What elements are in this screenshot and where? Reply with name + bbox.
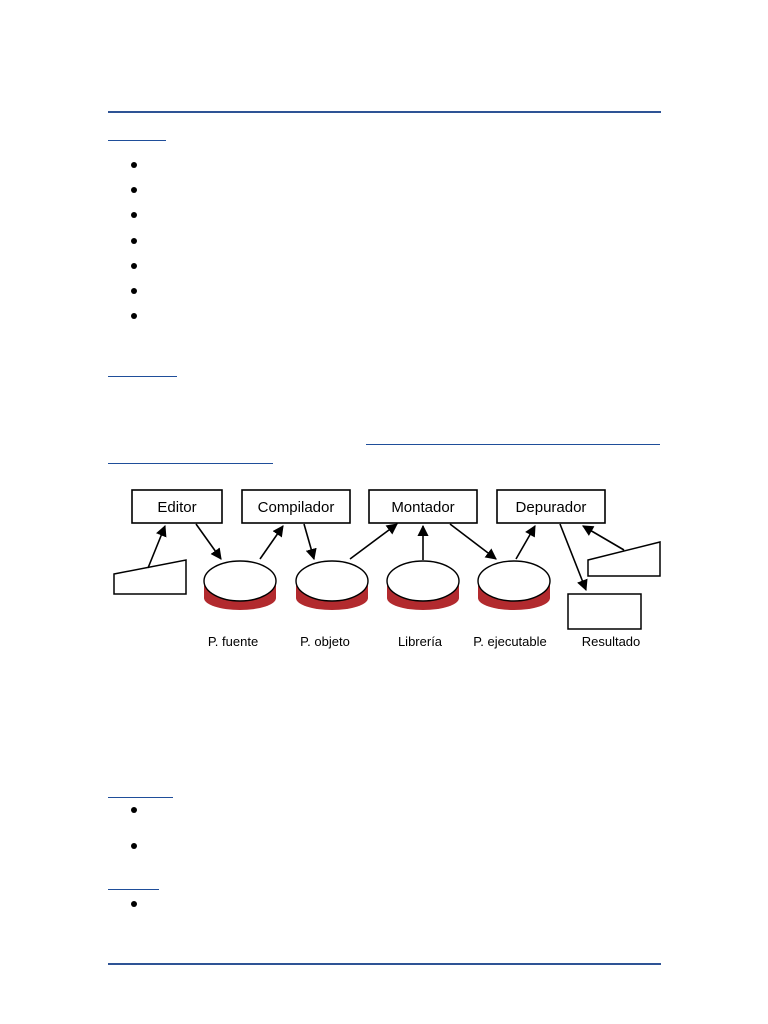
arrow-objeto-to-montador	[349, 523, 398, 560]
keyboard-input-icon	[113, 559, 187, 595]
tool-box-montador: Montador	[368, 489, 478, 524]
arrow-montador-to-ejecutable	[449, 523, 497, 560]
disk-label-fuente: P. fuente	[208, 634, 258, 649]
tool-label-compilador: Compilador	[258, 499, 335, 516]
disk-objeto	[295, 560, 369, 610]
disk-libreria	[386, 560, 460, 610]
bullet	[131, 901, 137, 907]
bullet	[131, 212, 137, 218]
bullet	[131, 263, 137, 269]
tool-box-depurador: Depurador	[496, 489, 606, 524]
tool-label-editor: Editor	[157, 499, 196, 516]
section-heading-underline-4	[108, 889, 159, 890]
development-tools-diagram: Editor Compilador Montador Depurador	[113, 489, 661, 649]
hyperlink-underline-line-2[interactable]	[108, 463, 273, 464]
bullet	[131, 843, 137, 849]
tool-label-montador: Montador	[391, 499, 454, 516]
section-heading-underline-3	[108, 797, 173, 798]
arrow-fuente-to-compilador	[259, 525, 284, 560]
output-label: Resultado	[582, 634, 641, 649]
footer-rule	[108, 963, 661, 965]
hyperlink-underline-line-1[interactable]	[366, 444, 660, 445]
arrow-depurador-to-resultado	[559, 523, 588, 592]
output-result-box	[567, 593, 642, 630]
tool-box-editor: Editor	[131, 489, 223, 524]
bullet	[131, 313, 137, 319]
bullet	[131, 807, 137, 813]
bullet	[131, 187, 137, 193]
header-rule	[108, 111, 661, 113]
bullet	[131, 238, 137, 244]
section-heading-underline-1	[108, 140, 166, 141]
arrow-ejecutable-to-depurador	[515, 525, 536, 560]
disk-label-objeto: P. objeto	[300, 634, 350, 649]
disk-fuente	[203, 560, 277, 610]
section-heading-underline-2	[108, 376, 177, 377]
disk-ejecutable	[477, 560, 551, 610]
arrow-editor-to-fuente	[195, 523, 222, 560]
bullet	[131, 288, 137, 294]
disk-label-ejecutable: P. ejecutable	[473, 634, 547, 649]
tool-box-compilador: Compilador	[241, 489, 351, 524]
arrow-keyboard-to-depurador	[582, 525, 625, 551]
disk-label-libreria: Librería	[398, 634, 443, 649]
tool-label-depurador: Depurador	[516, 499, 587, 516]
keyboard-input-icon-right	[587, 541, 661, 577]
arrow-compilador-to-objeto	[303, 523, 317, 561]
bullet	[131, 162, 137, 168]
arrow-keyboard-to-editor	[147, 524, 167, 569]
